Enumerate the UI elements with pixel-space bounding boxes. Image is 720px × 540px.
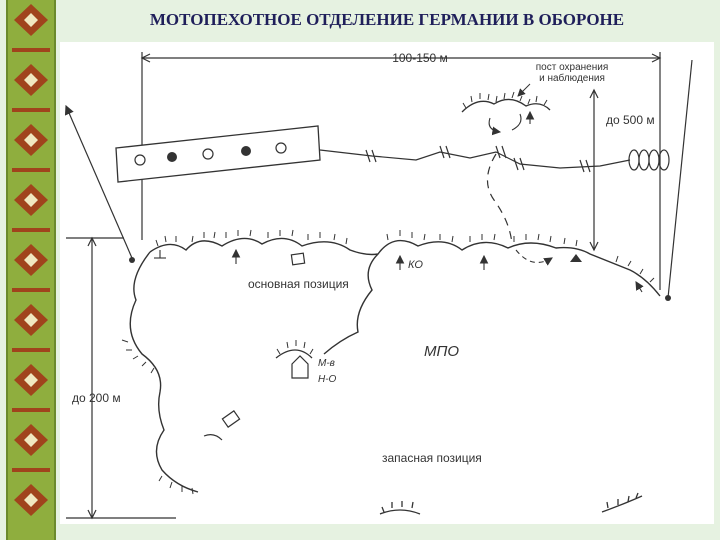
maneuver-arrow [515, 249, 553, 266]
fire-arrows [231, 248, 644, 293]
outpost-arrow [488, 117, 502, 136]
ornament-border [6, 0, 56, 540]
main-position-trench [149, 237, 661, 297]
middle-trench [323, 253, 379, 355]
depth-dimension [66, 236, 176, 520]
mine-icon [241, 146, 251, 156]
left-trench-hatching [121, 339, 194, 495]
right-boundary-line [667, 59, 693, 299]
outpost-arrow-2 [511, 113, 522, 131]
coil-wire [628, 149, 670, 171]
communication-path [486, 153, 513, 245]
post-label-pointer [517, 83, 531, 97]
depth-label: до 200 м [72, 391, 121, 405]
left-trench [129, 251, 199, 493]
minefield-box [115, 125, 321, 183]
diagram-panel [60, 42, 714, 524]
mg-label-line2: Н-О [318, 374, 337, 385]
reserve-position-label: запасная позиция [382, 451, 482, 465]
left-boundary-arrow [64, 104, 133, 259]
post-distance-dimension [589, 88, 599, 252]
right-boundary-point [665, 295, 671, 301]
maneuver-arrow-head [570, 254, 582, 262]
squad-leader-icon [154, 250, 166, 259]
main-position-label: основная позиция [248, 277, 349, 291]
post-label-line1: пост охранения [536, 62, 609, 73]
machine-gun-nest [275, 340, 314, 379]
mine-icon [275, 142, 287, 154]
width-dimension-label: 100-150 м [392, 51, 448, 65]
outpost-hatching [462, 91, 548, 109]
reserve-trenches [379, 492, 643, 515]
slide-title: МОТОПЕХОТНОЕ ОТДЕЛЕНИЕ ГЕРМАНИИ В ОБОРОН… [149, 10, 625, 29]
mine-icon [202, 148, 214, 160]
post-label-line2: и наблюдения [539, 72, 605, 84]
mine-icon [167, 152, 177, 162]
mine-icon [134, 154, 146, 166]
outpost-trench [461, 98, 551, 113]
ornament-pattern [12, 4, 50, 516]
ko-label: КО [408, 259, 423, 271]
main-trench-hatching [155, 229, 655, 283]
reserve-vehicle-icon [203, 410, 241, 441]
wire-marks [365, 145, 591, 173]
vehicle-icon [290, 252, 306, 266]
mpo-label: МПО [424, 343, 459, 360]
post-distance-label: до 500 м [606, 113, 655, 127]
wire-obstacle [319, 149, 631, 169]
mg-label-line1: М-в [318, 358, 335, 369]
left-boundary-point [129, 257, 135, 263]
